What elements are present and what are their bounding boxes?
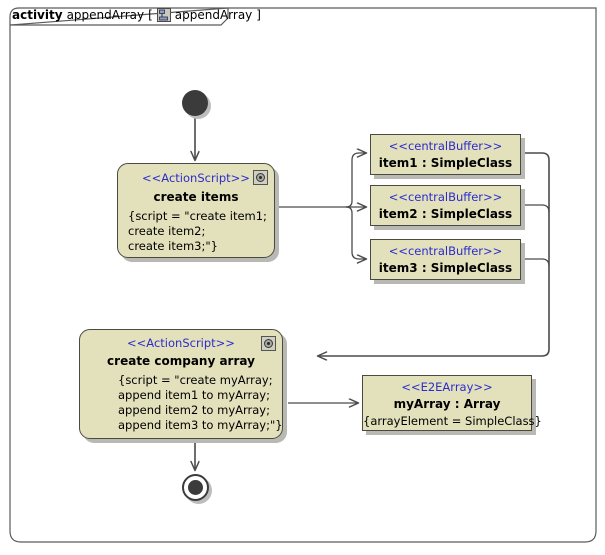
gear-dot — [259, 176, 262, 179]
action-node-create-items[interactable]: <<ActionScript>> create items {script = … — [117, 163, 275, 258]
array-property: {arrayElement = SimpleClass} — [363, 414, 542, 428]
buffer-stereotype: <<centralBuffer>> — [388, 190, 503, 204]
e2earray-node-myarray[interactable]: <<E2EArray>> myArray : Array {arrayEleme… — [362, 375, 542, 431]
action-stereotype: <<ActionScript>> — [127, 336, 235, 350]
activity-diagram-icon — [156, 8, 171, 22]
behavior-gear-icon[interactable] — [261, 336, 276, 351]
gear-dot — [267, 342, 270, 345]
initial-node[interactable] — [182, 90, 208, 116]
frame-name: appendArray — [66, 8, 145, 22]
action-node-create-company-array[interactable]: <<ActionScript>> create company array {s… — [79, 329, 283, 439]
buffer-name: item2 : SimpleClass — [378, 207, 513, 221]
array-name: myArray : Array — [393, 397, 501, 411]
final-node-inner — [188, 480, 203, 495]
frame-tab-label: activity appendArray [ appendArray ] — [12, 5, 261, 25]
frame-bracket-open: [ — [148, 8, 153, 22]
buffer-name: item1 : SimpleClass — [378, 156, 513, 170]
central-buffer-item3[interactable]: <<centralBuffer>> item3 : SimpleClass — [370, 239, 521, 280]
action-script-body: {script = "create myArray; append item1 … — [118, 373, 283, 432]
array-stereotype: <<E2EArray>> — [401, 380, 493, 394]
edge-create-items-to-buffers — [277, 153, 366, 259]
action-name: create company array — [107, 354, 255, 368]
buffer-name: item3 : SimpleClass — [378, 261, 513, 275]
buffer-stereotype: <<centralBuffer>> — [388, 139, 503, 153]
buffer-stereotype: <<centralBuffer>> — [388, 244, 503, 258]
frame-keyword: activity — [12, 8, 63, 22]
activity-final-node[interactable] — [182, 474, 209, 501]
activity-frame — [9, 7, 597, 543]
central-buffer-item2[interactable]: <<centralBuffer>> item2 : SimpleClass — [370, 185, 521, 226]
action-stereotype: <<ActionScript>> — [142, 171, 250, 185]
frame-bracket-close: ] — [256, 8, 261, 22]
frame-inner-name: appendArray — [174, 8, 253, 22]
behavior-gear-icon[interactable] — [253, 170, 268, 185]
action-name: create items — [153, 190, 239, 204]
edge-buffers-to-create-company-array — [318, 152, 550, 356]
action-script-body: {script = "create item1; create item2; c… — [128, 209, 267, 253]
central-buffer-item1[interactable]: <<centralBuffer>> item1 : SimpleClass — [370, 134, 521, 175]
